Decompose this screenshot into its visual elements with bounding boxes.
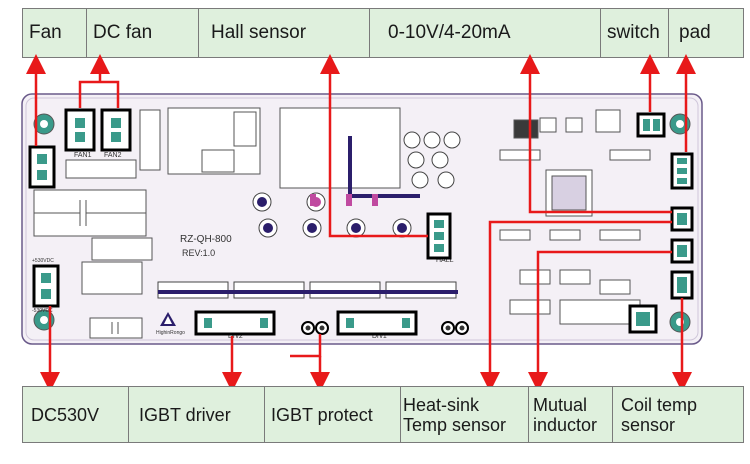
label-coil-line1: Coil temp [621, 394, 698, 415]
label-mutual-line1: Mutual [533, 394, 588, 415]
label-coil-line2: sensor [621, 414, 676, 435]
top-label-bar: Fan DC fan Hall sensor 0-10V/4-20mA swit… [22, 8, 744, 58]
dc530v-connector [32, 264, 60, 308]
label-fan: Fan [23, 9, 87, 57]
drv2-label: Drv2 [228, 333, 243, 340]
mcu-area [499, 109, 651, 325]
label-heat-sink-temp: Heat-sink Temp sensor [401, 387, 529, 442]
label-mutual-line2: inductor [533, 414, 598, 435]
board-labels: RZ-QH-800 REV:1.0 FAN1 FAN2 HALL Drv1 Dr… [32, 152, 454, 340]
label-coil-temp: Coil temp sensor [613, 387, 743, 442]
igbt-protect-terminals [301, 321, 469, 335]
label-igbt-driver: IGBT driver [129, 387, 265, 442]
board-rev: REV:1.0 [182, 248, 215, 258]
drv1-label: Drv1 [372, 333, 387, 340]
label-dc-fan: DC fan [87, 9, 199, 57]
board-model: RZ-QH-800 [180, 234, 232, 245]
callout-arrows [26, 54, 696, 392]
hall-label: HALL [436, 257, 454, 264]
relay-area [167, 107, 420, 198]
label-dc530v: DC530V [23, 387, 129, 442]
label-heat-sink-line1: Heat-sink [403, 394, 480, 415]
vcc-minus-label: -530VDC [32, 308, 53, 314]
fan2-label: FAN2 [104, 152, 122, 159]
label-hall-sensor: Hall sensor [199, 9, 370, 57]
fan2-connector [100, 108, 132, 152]
label-0-10v: 0-10V/4-20mA [370, 9, 601, 57]
drv2-connector [194, 310, 276, 336]
drv1-connector [336, 310, 418, 336]
brand-label: HighinRongo [156, 330, 185, 336]
pink-pins [310, 194, 378, 206]
driver-strips [157, 281, 458, 299]
power-section [33, 109, 161, 339]
label-switch: switch [601, 9, 669, 57]
label-heat-sink-line2: Temp sensor [403, 414, 507, 435]
switch-connector [636, 112, 666, 138]
bottom-label-bar: DC530V IGBT driver IGBT protect Heat-sin… [22, 386, 744, 443]
fan1-connector [64, 108, 96, 152]
label-pad: pad [679, 22, 711, 43]
connector-pins [37, 118, 687, 328]
label-igbt-protect: IGBT protect [265, 387, 401, 442]
fan-connector [28, 145, 56, 189]
vcc-plus-label: +530VDC [32, 258, 54, 264]
label-mutual-inductor: Mutual inductor [529, 387, 613, 442]
brand-logo [160, 312, 176, 326]
fan1-label: FAN1 [74, 152, 92, 159]
